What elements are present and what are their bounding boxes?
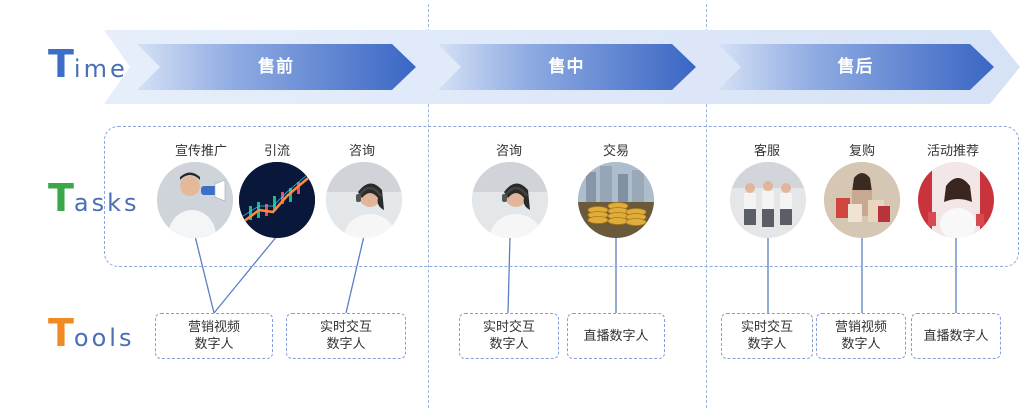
tool-line1: 直播数字人 — [583, 328, 649, 344]
stage-label-pre: 售前 — [258, 57, 294, 77]
tool-line1: 营销视频 — [834, 320, 887, 335]
headset-agent-photo-icon-2 — [472, 162, 548, 238]
tool-realtime-interactive-avatar: 实时交互 数字人 — [286, 313, 406, 359]
row-label-time-rest: ime — [73, 55, 128, 83]
person-megaphone-photo-icon — [157, 162, 233, 238]
tool-livestream-avatar: 直播数字人 — [567, 313, 665, 359]
stage-separator-1 — [428, 4, 429, 408]
tool-marketing-video-avatar-2: 营销视频 数字人 — [816, 313, 906, 359]
trading-chart-photo-icon — [239, 162, 315, 238]
row-label-time-cap: T — [48, 42, 74, 86]
tool-line2: 数字人 — [489, 337, 529, 352]
row-label-time: Time — [48, 42, 128, 86]
row-label-tools-rest: ools — [73, 324, 135, 352]
task-label-service: 客服 — [753, 144, 780, 159]
connector-line — [213, 235, 278, 314]
row-label-tools-cap: T — [48, 311, 74, 355]
row-label-tools: Tools — [48, 311, 134, 355]
stage-label-mid: 售中 — [548, 57, 585, 77]
task-label-promotion: 宣传推广 — [174, 144, 227, 159]
stage-arrow-1 — [137, 44, 416, 90]
gold-coins-photo-icon — [578, 162, 654, 238]
tool-line2: 数字人 — [194, 337, 234, 352]
tool-line1: 营销视频 — [187, 320, 240, 335]
connector-line — [194, 235, 215, 314]
row-label-tasks-rest: asks — [73, 189, 140, 217]
headset-agent-photo-icon — [326, 162, 402, 238]
row-label-tasks: Tasks — [48, 176, 140, 220]
task-label-event-recommend: 活动推荐 — [926, 144, 979, 159]
stage-separator-2 — [706, 4, 707, 408]
row-label-tasks-cap: T — [48, 176, 74, 220]
tool-line1: 实时交互 — [740, 320, 793, 335]
task-label-consult-pre: 咨询 — [348, 144, 375, 159]
tool-line1: 直播数字人 — [923, 328, 989, 344]
connector-line — [345, 235, 365, 314]
shopping-bags-photo-icon — [824, 162, 900, 238]
stage-arrow-3 — [718, 44, 994, 90]
connector-line — [507, 235, 511, 314]
tool-line2: 数字人 — [326, 337, 366, 352]
tool-line1: 实时交互 — [319, 320, 372, 335]
tool-livestream-avatar-2: 直播数字人 — [911, 313, 1001, 359]
tool-realtime-interactive-avatar-2: 实时交互 数字人 — [459, 313, 559, 359]
tool-marketing-video-avatar: 营销视频 数字人 — [155, 313, 273, 359]
tool-realtime-interactive-avatar-3: 实时交互 数字人 — [721, 313, 813, 359]
task-label-trade: 交易 — [602, 144, 629, 159]
task-label-traffic: 引流 — [263, 144, 290, 159]
task-label-consult-mid: 咨询 — [495, 144, 522, 159]
stage-label-post: 售后 — [837, 57, 874, 77]
stage-arrow-2 — [438, 44, 696, 90]
tasks-container — [104, 126, 1019, 267]
tool-line1: 实时交互 — [482, 320, 535, 335]
task-label-repurchase: 复购 — [848, 144, 875, 159]
tool-line2: 数字人 — [841, 337, 881, 352]
connectors — [194, 235, 957, 314]
tool-line2: 数字人 — [747, 337, 787, 352]
host-promotion-photo-icon — [918, 162, 994, 238]
service-staff-photo-icon — [730, 162, 806, 238]
